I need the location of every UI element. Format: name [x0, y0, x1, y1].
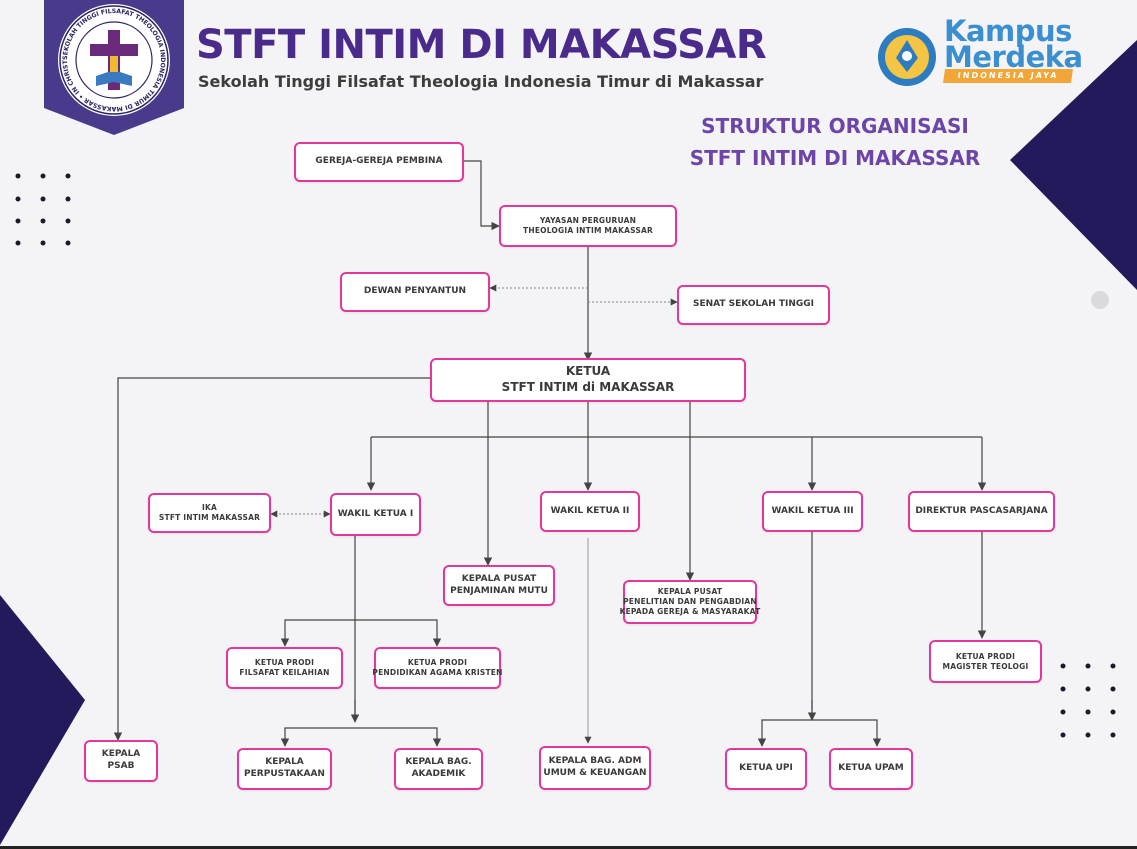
link-wakil3-upam [812, 719, 882, 747]
node-senat-line-1: SENAT SEKOLAH TINGGI [692, 299, 815, 310]
node-ketua-line-1: KETUA [565, 364, 611, 379]
chart-title-line2: STFT INTIM DI MAKASSAR [689, 146, 981, 170]
node-kepala-akademik-line-2: AKADEMIK [411, 769, 466, 779]
node-wakil-ketua-3-line-1: WAKIL KETUA III [771, 505, 854, 516]
node-kepala-adm-keuangan-line-1: KEPALA BAG. ADM [548, 756, 642, 767]
link-gereja-yayasan [463, 160, 500, 231]
node-kepala-akademik: KEPALA BAG.AKADEMIK [394, 748, 483, 790]
node-dewan-penyantun: DEWAN PENYANTUN [340, 272, 490, 312]
node-ketua-upam: KETUA UPAM [829, 748, 913, 790]
link-wakil1-prodi-filsafat [280, 619, 355, 647]
dot-grid-right [1060, 663, 1116, 738]
node-ika-line-2: STFT INTIM MAKASSAR [158, 513, 261, 522]
node-prodi-pak-line-2: PENDIDIKAN AGAMA KRISTEN [372, 668, 503, 677]
link-wakil1-perpustakaan [280, 727, 355, 747]
link-ketua-psab [113, 377, 432, 741]
node-yayasan-line-2: THEOLOGIA INTIM MAKASSAR [523, 226, 653, 235]
node-kepala-perpustakaan-line-2: PERPUSTAKAAN [244, 769, 325, 779]
node-kepala-penelitian-line-3: KEPADA GEREJA & MASYARAKAT [619, 606, 761, 616]
gray-dot-decoration [1091, 291, 1109, 309]
school-seal-logo: SEKOLAH TINGGI FILSAFAT THEOLOGIA INDONE… [44, 0, 184, 135]
node-ketua-upi: KETUA UPI [725, 748, 807, 790]
chart-title-line1: STRUKTUR ORGANISASI [701, 114, 969, 138]
node-ketua-upi-line-1: KETUA UPI [739, 763, 793, 774]
node-gereja-pembina: GEREJA-GEREJA PEMBINA [294, 142, 464, 182]
page-title: STFT INTIM DI MAKASSAR [196, 22, 767, 68]
node-kepala-penjaminan-mutu-line-1: KEPALA PUSAT [461, 573, 537, 584]
node-prodi-pak-line-1: KETUA PRODI [407, 658, 468, 668]
node-dewan-penyantun-line-1: DEWAN PENYANTUN [363, 286, 467, 297]
node-kepala-psab-line-2: PSAB [107, 761, 135, 771]
node-kepala-penjaminan-mutu-line-2: PENJAMINAN MUTU [450, 585, 548, 596]
node-kepala-penelitian-line-2: PENELITIAN DAN PENGABDIAN [623, 597, 757, 607]
link-wakil3-upi [757, 719, 812, 747]
tut-wuri-handayani-icon [878, 28, 936, 86]
merdeka-word: Merdeka [944, 40, 1083, 74]
node-wakil-ketua-1-line-1: WAKIL KETUA I [337, 508, 414, 519]
node-wakil-ketua-3: WAKIL KETUA III [762, 491, 863, 532]
node-direktur-pascasarjana-line-1: DIREKTUR PASCASARJANA [915, 505, 1048, 516]
node-direktur-pascasarjana: DIREKTUR PASCASARJANA [908, 491, 1055, 532]
node-kepala-perpustakaan-line-1: KEPALA [265, 757, 304, 768]
node-prodi-filsafat-line-1: KETUA PRODI [254, 658, 315, 668]
node-prodi-magister-line-1: KETUA PRODI [955, 651, 1016, 661]
page-subtitle: Sekolah Tinggi Filsafat Theologia Indone… [198, 72, 764, 91]
node-senat: SENAT SEKOLAH TINGGI [677, 285, 830, 325]
node-prodi-filsafat-line-2: FILSAFAT KEILAHIAN [239, 668, 330, 677]
kampus-word: Kampus [944, 14, 1072, 48]
node-kepala-adm-keuangan-line-2: UMUM & KEUANGAN [543, 768, 647, 778]
node-kepala-psab-line-1: KEPALA [101, 749, 141, 760]
link-wakil1-akademik [355, 727, 442, 747]
node-yayasan-line-1: YAYASAN PERGURUAN [539, 216, 637, 226]
node-gereja-pembina-line-1: GEREJA-GEREJA PEMBINA [315, 156, 443, 167]
node-kepala-penelitian-line-1: KEPALA PUSAT [657, 587, 723, 597]
node-ketua-upam-line-1: KETUA UPAM [838, 763, 904, 774]
node-wakil-ketua-1: WAKIL KETUA I [330, 493, 421, 536]
node-kepala-akademik-line-1: KEPALA BAG. [405, 757, 472, 768]
left-triangle-decoration [0, 595, 85, 845]
node-ika-line-1: IKA [201, 503, 217, 513]
node-wakil-ketua-2-line-1: WAKIL KETUA II [550, 505, 630, 516]
node-ketua-line-2: STFT INTIM di MAKASSAR [501, 380, 675, 394]
node-wakil-ketua-2: WAKIL KETUA II [540, 491, 640, 532]
chart-title: STRUKTUR ORGANISASI STFT INTIM DI MAKASS… [660, 110, 1010, 174]
dot-grid-left [15, 173, 71, 246]
right-triangle-decoration [1010, 40, 1137, 290]
link-wakil1-prodi-pak [355, 619, 442, 647]
node-prodi-magister-line-2: MAGISTER TEOLOGI [942, 661, 1029, 671]
